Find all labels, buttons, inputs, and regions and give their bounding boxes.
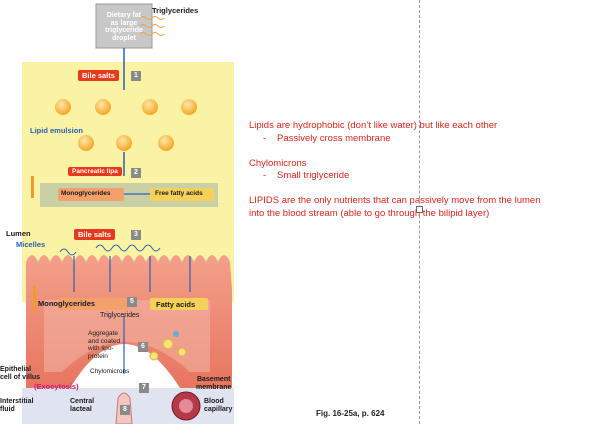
- triglycerides-label: Triglycerides: [152, 6, 199, 15]
- chylomicrons-label: Chylomicrons: [90, 368, 130, 375]
- resize-handle[interactable]: [416, 206, 423, 213]
- free-fatty-acids-label: Free fatty acids: [155, 190, 203, 197]
- figure-caption: Fig. 16-25a, p. 624: [316, 409, 385, 418]
- epithelial-label: Epithelial cell of villus: [0, 366, 40, 382]
- lumen-label: Lumen: [6, 229, 31, 238]
- interstitial-label: Interstitial fluid: [0, 398, 33, 414]
- note-line-3a: LIPIDS are the only nutrients that can p…: [249, 195, 541, 206]
- step-6-badge: 6: [138, 342, 148, 352]
- step-3-badge: 3: [131, 230, 141, 240]
- monoglycerides-label-2: Monoglycerides: [38, 299, 96, 308]
- blood-capillary-line-2: capillary: [204, 406, 233, 413]
- note-line-3b: into the blood stream (able to go throug…: [249, 207, 490, 219]
- emulsion-droplets: [55, 99, 197, 151]
- step-2-badge: 2: [131, 168, 141, 178]
- note-line-2: Chylomicrons: [249, 157, 307, 169]
- blood-capillary-label: Blood capillary: [204, 398, 232, 414]
- basement-membrane-label: Basement membrane: [196, 376, 231, 392]
- pancreatic-lipase-tag: Pancreatic lipa: [68, 167, 122, 176]
- blood-capillary-line-1: Blood: [204, 398, 224, 405]
- triglycerides-label-2: Triglycerides: [100, 312, 140, 319]
- central-lacteal-label: Central lacteal: [70, 398, 94, 414]
- notes-text-box[interactable]: Lipids are hydrophobic (don’t like water…: [249, 120, 587, 220]
- aggregate-label: Aggregate and coated with lipo- protein: [88, 330, 120, 360]
- note-bullet-1: -Passively cross membrane: [249, 133, 587, 146]
- aggregate-line-4: protein: [88, 352, 108, 360]
- interstitial-line-2: fluid: [0, 406, 15, 413]
- aggregate-line-3: with lipo-: [88, 345, 114, 352]
- fatty-acids-label: Fatty acids: [156, 300, 196, 309]
- note-bullet-2-text: Small triglyceride: [277, 170, 350, 181]
- basement-line-1: Basement: [196, 376, 231, 383]
- triglyceride-wavy-lines: [139, 16, 165, 36]
- digestion-diagram: [22, 3, 234, 424]
- dietary-fat-line-4: droplet: [112, 34, 136, 42]
- step-7-badge: 7: [139, 383, 149, 393]
- central-lacteal-line-2: lacteal: [70, 406, 92, 413]
- epithelial-line-2: cell of villus: [0, 374, 41, 381]
- dietary-fat-box: [95, 3, 153, 49]
- monoglycerides-label-1: Monoglycerides: [61, 190, 111, 197]
- basement-line-2: membrane: [196, 384, 232, 391]
- note-bullet-2: -Small triglyceride: [249, 170, 587, 183]
- aggregate-line-1: Aggregate: [88, 330, 118, 337]
- step-8-badge: 8: [120, 405, 130, 415]
- bullet-dash: -: [263, 132, 267, 144]
- lipid-emulsion-label: Lipid emulsion: [30, 126, 83, 135]
- dietary-fat-label: Dietary fat as large triglyceride drople…: [100, 12, 148, 42]
- dietary-fat-line-2: as large: [110, 19, 138, 27]
- exocytosis-label: (Exocytosis): [34, 382, 79, 391]
- step-5-badge: 5: [127, 297, 137, 307]
- bullet-dash: -: [263, 170, 267, 181]
- note-line-1: Lipids are hydrophobic (don’t like water…: [249, 120, 498, 131]
- bile-salts-tag-2: Bile salts: [74, 229, 115, 240]
- dietary-fat-line-1: Dietary fat: [106, 12, 142, 19]
- epithelial-line-1: Epithelial: [0, 366, 32, 373]
- central-lacteal-line-1: Central: [70, 398, 95, 405]
- note-bullet-1-text: Passively cross membrane: [277, 132, 391, 144]
- aggregate-line-2: and coated: [88, 337, 121, 345]
- dietary-fat-line-3: triglyceride: [105, 27, 143, 34]
- micelles-label: Micelles: [16, 240, 46, 249]
- interstitial-line-1: Interstitial: [0, 398, 34, 405]
- step-1-badge: 1: [131, 71, 141, 81]
- bile-salts-tag-1: Bile salts: [78, 70, 119, 81]
